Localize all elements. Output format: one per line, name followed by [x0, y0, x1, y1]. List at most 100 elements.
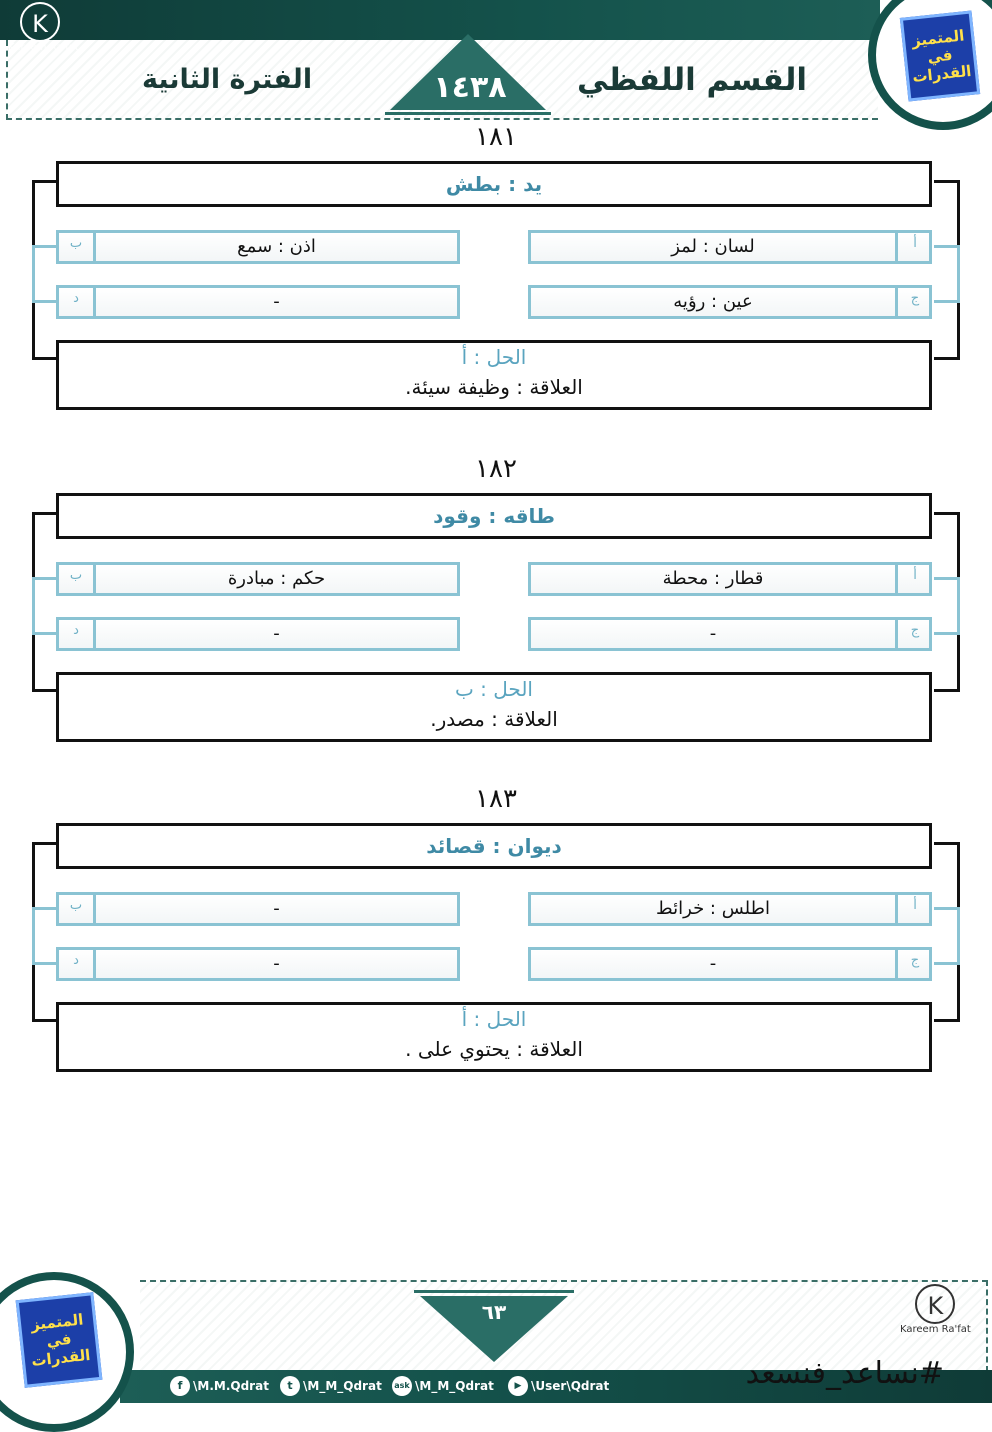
option-b[interactable]: ب -: [56, 892, 460, 926]
option-a[interactable]: قطار : محطة أ: [528, 562, 932, 596]
footer-book-logo: المتميز في القدرات: [15, 1292, 103, 1388]
page-number: ٦٣: [481, 1300, 507, 1324]
option-text: لسان : لمز: [671, 236, 755, 257]
option-c[interactable]: - ج: [528, 947, 932, 981]
facebook-icon: f: [170, 1376, 190, 1396]
option-b[interactable]: ب اذن : سمع: [56, 230, 460, 264]
social-youtube[interactable]: ▶ \User\Qdrat: [508, 1376, 609, 1396]
social-facebook[interactable]: f \M.M.Qdrat: [170, 1376, 269, 1396]
option-separator: [93, 233, 96, 261]
year-underline: [385, 112, 551, 115]
option-text: -: [273, 898, 280, 919]
hashtag: #نساعد_فنسعد: [745, 1356, 944, 1391]
left-options-bracket: [32, 907, 58, 965]
option-text: اطلس : خرائط: [656, 898, 770, 919]
right-options-bracket: [934, 245, 960, 303]
option-letter: ج: [910, 291, 920, 306]
option-a[interactable]: اطلس : خرائط أ: [528, 892, 932, 926]
option-letter: د: [73, 953, 79, 968]
youtube-icon: ▶: [508, 1376, 528, 1396]
option-separator: [93, 950, 96, 978]
option-separator: [895, 565, 898, 593]
option-text: عين : رؤيه: [673, 291, 753, 312]
option-separator: [93, 288, 96, 316]
social-twitter[interactable]: t \M_M_Qdrat: [280, 1376, 382, 1396]
social-handle: \M_M_Qdrat: [303, 1379, 382, 1393]
section-title: القسم اللفظي: [576, 62, 807, 98]
solution-answer: الحل : أ: [461, 1007, 527, 1031]
header-band: [0, 0, 880, 40]
option-separator: [93, 895, 96, 923]
option-separator: [895, 288, 898, 316]
option-text: اذن : سمع: [237, 236, 316, 257]
brand-logo: K Kareem Ra'fat: [8, 2, 79, 53]
footer-band: [120, 1370, 992, 1403]
option-letter: أ: [913, 236, 917, 251]
option-d[interactable]: د -: [56, 617, 460, 651]
year-triangle: [390, 34, 546, 110]
solution-box: الحل : أ العلاقة : وظيفة سيئة.: [56, 340, 932, 410]
twitter-icon: t: [280, 1376, 300, 1396]
option-c[interactable]: عين : رؤيه ج: [528, 285, 932, 319]
question-stem: ديوان : قصائد: [56, 823, 932, 869]
option-letter: د: [73, 291, 79, 306]
option-c[interactable]: - ج: [528, 617, 932, 651]
option-letter: ج: [910, 953, 920, 968]
option-d[interactable]: د -: [56, 285, 460, 319]
header-book-logo: المتميز في القدرات: [899, 10, 981, 102]
period-title: الفترة الثانية: [142, 64, 313, 95]
option-separator: [895, 950, 898, 978]
footer-brand-logo: K Kareem Ra'fat: [900, 1284, 971, 1335]
option-letter: ب: [69, 568, 83, 583]
option-separator: [895, 895, 898, 923]
ask-icon: ask: [392, 1376, 412, 1396]
option-d[interactable]: د -: [56, 947, 460, 981]
social-handle: \M.M.Qdrat: [193, 1379, 269, 1393]
option-separator: [93, 620, 96, 648]
social-handle: \User\Qdrat: [531, 1379, 610, 1393]
solution-relation: العلاقة : مصدر.: [430, 707, 558, 731]
solution-relation: العلاقة : يحتوي على .: [405, 1037, 583, 1061]
question-number: ١٨٣: [475, 784, 517, 814]
option-separator: [895, 233, 898, 261]
question-number: ١٨١: [475, 122, 517, 152]
option-b[interactable]: ب حكم : مبادرة: [56, 562, 460, 596]
option-a[interactable]: لسان : لمز أ: [528, 230, 932, 264]
option-separator: [93, 565, 96, 593]
solution-answer: الحل : أ: [461, 345, 527, 369]
option-text: -: [709, 623, 717, 644]
solution-box: الحل : أ العلاقة : يحتوي على .: [56, 1002, 932, 1072]
option-text: حكم : مبادرة: [227, 568, 326, 589]
solution-answer: الحل : ب: [455, 677, 533, 701]
option-letter: ب: [69, 236, 83, 251]
left-options-bracket: [32, 577, 58, 635]
left-options-bracket: [32, 245, 58, 303]
option-text: -: [273, 623, 280, 644]
social-ask[interactable]: ask \M_M_Qdrat: [392, 1376, 494, 1396]
right-options-bracket: [934, 907, 960, 965]
option-text: -: [273, 953, 280, 974]
stem-text: ديوان : قصائد: [426, 834, 562, 858]
page-number-line: [414, 1290, 574, 1293]
social-handle: \M_M_Qdrat: [415, 1379, 494, 1393]
option-text: قطار : محطة: [662, 568, 764, 589]
question-stem: يد : بطش: [56, 161, 932, 207]
year-label: ١٤٣٨: [433, 70, 507, 105]
question-stem: طاقه : وقود: [56, 493, 932, 539]
option-separator: [895, 620, 898, 648]
solution-box: الحل : ب العلاقة : مصدر.: [56, 672, 932, 742]
brand-caption: Kareem Ra'fat: [8, 42, 79, 53]
option-letter: ج: [910, 623, 920, 638]
question-number: ١٨٢: [475, 454, 517, 484]
option-letter: أ: [913, 568, 917, 583]
stem-text: يد : بطش: [445, 172, 543, 196]
page-number-triangle: [420, 1296, 568, 1362]
stem-text: طاقه : وقود: [433, 504, 555, 528]
book-logo-icon: المتميز في القدرات: [899, 10, 981, 102]
option-text: -: [273, 291, 280, 312]
right-options-bracket: [934, 577, 960, 635]
solution-relation: العلاقة : وظيفة سيئة.: [405, 375, 583, 399]
k-logo-icon: K: [915, 1284, 956, 1324]
book-logo-icon: المتميز في القدرات: [15, 1292, 103, 1388]
brand-caption: Kareem Ra'fat: [900, 1324, 971, 1335]
